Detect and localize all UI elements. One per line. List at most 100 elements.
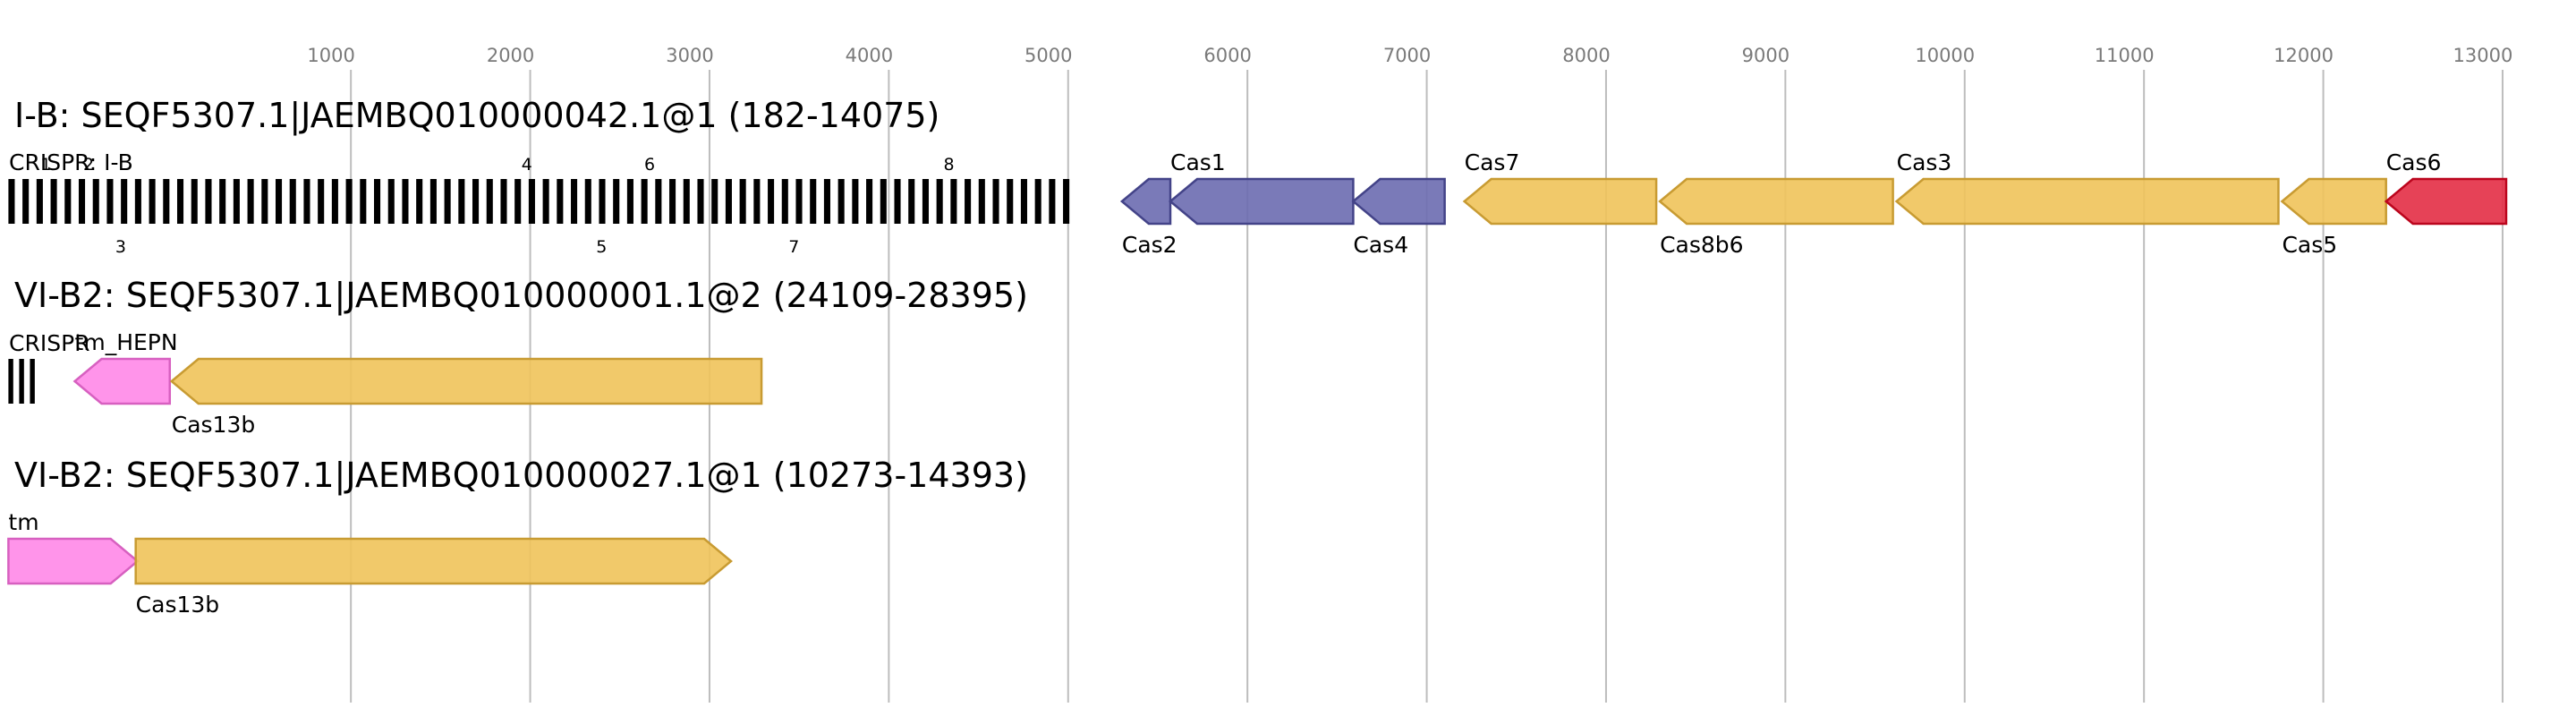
crispr-repeat	[1049, 179, 1056, 224]
spacer-number: 1	[40, 155, 51, 175]
crispr-repeat	[613, 179, 620, 224]
gene-arrow-cas5	[2280, 177, 2387, 226]
track-i-b: I-B: SEQF5307.1|JAEMBQ010000042.1@1 (182…	[8, 96, 2508, 258]
crispr-repeat	[163, 179, 170, 224]
gene-label-cas4: Cas4	[1353, 232, 1408, 258]
crispr-repeat	[781, 179, 788, 224]
gene-arrow-cas6	[2384, 177, 2508, 226]
crispr-repeat	[472, 179, 480, 224]
gene-label-tm: tm	[8, 509, 38, 535]
crispr-label: CRISPR: I-B	[9, 149, 133, 175]
crispr-repeat	[599, 179, 606, 224]
crispr-repeat	[318, 179, 325, 224]
gene-arrow-cas13b	[169, 357, 763, 405]
crispr-repeat	[514, 179, 522, 224]
spacer-number: 5	[596, 237, 607, 257]
crispr-repeat	[275, 179, 283, 224]
crispr-repeat	[965, 179, 972, 224]
gene-arrow-cas8b6	[1658, 177, 1894, 226]
track-vi-b2-b: VI-B2: SEQF5307.1|JAEMBQ010000027.1@1 (1…	[7, 456, 1028, 618]
crispr-repeat	[739, 179, 746, 224]
crispr-repeat	[19, 359, 24, 404]
crispr-repeat	[92, 179, 99, 224]
crispr-repeat	[725, 179, 732, 224]
gene-label-cas1: Cas1	[1170, 149, 1226, 175]
crispr-repeat	[584, 179, 591, 224]
crispr-repeat	[852, 179, 859, 224]
crispr-repeat	[936, 179, 943, 224]
crispr-repeat	[345, 179, 353, 224]
gene-arrow-tm-hepn	[72, 357, 172, 405]
crispr-repeat	[528, 179, 535, 224]
crispr-repeat	[149, 179, 156, 224]
crispr-repeat	[810, 179, 817, 224]
gene-label-cas6: Cas6	[2386, 149, 2442, 175]
crispr-repeat	[992, 179, 999, 224]
crispr-repeat	[416, 179, 423, 224]
crispr-repeat	[950, 179, 957, 224]
crispr-repeat	[866, 179, 873, 224]
crispr-repeat	[1020, 179, 1027, 224]
crispr-repeat	[247, 179, 254, 224]
crispr-repeat	[176, 179, 184, 224]
crispr-repeat	[387, 179, 395, 224]
crispr-repeat	[429, 179, 437, 224]
crispr-repeat	[542, 179, 549, 224]
crispr-repeat	[134, 179, 141, 224]
crispr-repeat	[8, 179, 15, 224]
crispr-repeat	[22, 179, 30, 224]
crispr-repeat	[106, 179, 114, 224]
crispr-repeat	[922, 179, 929, 224]
crispr-repeat	[205, 179, 212, 224]
crispr-repeat	[753, 179, 761, 224]
tick-label: 2000	[487, 45, 534, 66]
crispr-repeat	[402, 179, 409, 224]
gene-label-cas8b6: Cas8b6	[1660, 232, 1743, 258]
crispr-repeat	[823, 179, 830, 224]
spacer-number: 8	[943, 155, 954, 175]
crispr-repeat	[191, 179, 198, 224]
track-title: VI-B2: SEQF5307.1|JAEMBQ010000001.1@2 (2…	[14, 276, 1028, 316]
crispr-repeat	[768, 179, 775, 224]
gene-label-cas3: Cas3	[1897, 149, 1952, 175]
crispr-repeat	[795, 179, 803, 224]
crispr-repeat	[374, 179, 381, 224]
spacer-number: 2	[83, 155, 94, 175]
crispr-repeat	[908, 179, 915, 224]
crispr-repeat	[64, 179, 72, 224]
crispr-repeat	[8, 359, 13, 404]
crispr-repeat	[978, 179, 985, 224]
spacer-number: 4	[522, 155, 532, 175]
crispr-repeat	[1007, 179, 1014, 224]
tick-label: 4000	[846, 45, 893, 66]
crispr-repeat	[1034, 179, 1041, 224]
tick-label: 13000	[2453, 45, 2513, 66]
crispr-repeat	[880, 179, 887, 224]
crispr-repeat	[683, 179, 690, 224]
crispr-label: CRISPR	[9, 330, 90, 356]
track-vi-b2-a: VI-B2: SEQF5307.1|JAEMBQ010000001.1@2 (2…	[8, 276, 1028, 438]
gene-arrow-cas4	[1351, 177, 1446, 226]
crispr-repeat	[303, 179, 310, 224]
gene-arrow-cas2	[1119, 177, 1172, 226]
tick-label: 11000	[2095, 45, 2155, 66]
gene-label-cas2: Cas2	[1122, 232, 1177, 258]
gene-arrow-cas7	[1462, 177, 1658, 226]
crispr-repeat	[894, 179, 901, 224]
crispr-repeat	[78, 179, 86, 224]
crispr-repeat	[121, 179, 128, 224]
crispr-repeat	[669, 179, 676, 224]
spacer-number: 7	[788, 237, 799, 257]
crispr-repeat	[444, 179, 451, 224]
gene-arrow-cas13b	[134, 537, 733, 585]
crispr-repeat	[331, 179, 338, 224]
gene-arrow-tm	[7, 537, 140, 585]
track-title: I-B: SEQF5307.1|JAEMBQ010000042.1@1 (182…	[14, 96, 939, 136]
spacer-number: 6	[644, 155, 655, 175]
gene-label-cas7: Cas7	[1465, 149, 1520, 175]
